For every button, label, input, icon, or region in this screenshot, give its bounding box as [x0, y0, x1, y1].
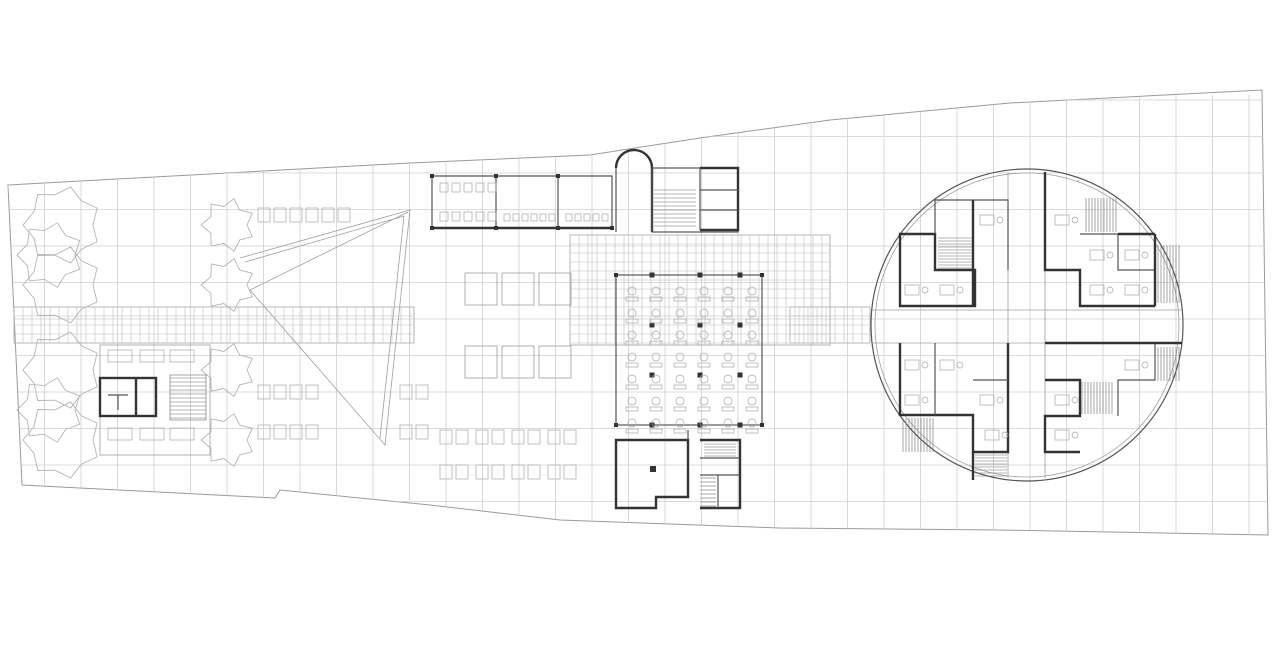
furniture-icon — [1124, 249, 1140, 261]
furniture-icon — [1124, 359, 1140, 371]
furniture-icon — [939, 284, 955, 296]
triangular-canopy — [239, 209, 411, 446]
tree-icon — [200, 198, 253, 252]
furniture-icon — [1089, 249, 1105, 261]
table-icon — [511, 464, 525, 480]
site-boundary — [7, 89, 1269, 536]
table-icon — [399, 424, 413, 440]
table-icon — [475, 429, 489, 445]
furniture-icon — [1124, 284, 1140, 296]
north-block — [430, 148, 740, 233]
paved-walkway — [13, 234, 871, 346]
table-icon — [257, 384, 271, 400]
furniture-icon — [1054, 429, 1070, 441]
furniture-icon — [984, 429, 1000, 441]
planter-squares — [464, 272, 572, 379]
south-service-block — [614, 430, 742, 510]
furniture-icon — [979, 214, 995, 226]
table-icon — [257, 424, 271, 440]
furniture-icon — [1054, 214, 1070, 226]
tree-icon — [22, 246, 98, 324]
west-pavilion — [98, 344, 211, 456]
furniture-icon — [1054, 394, 1070, 406]
table-icon — [511, 429, 525, 445]
table-icon — [139, 427, 165, 441]
table-icon — [107, 349, 133, 363]
table-icon — [139, 349, 165, 363]
furniture-icon — [979, 394, 995, 406]
furniture-icon — [904, 284, 920, 296]
table-icon — [169, 349, 195, 363]
table-icon — [439, 429, 453, 445]
table-icon — [399, 384, 413, 400]
tree-icon — [16, 222, 81, 288]
tree-icon — [22, 401, 98, 479]
table-icon — [257, 207, 271, 223]
table-icon — [289, 384, 303, 400]
table-icon — [547, 464, 561, 480]
tree-icon — [22, 331, 98, 409]
tree-icon — [22, 186, 98, 264]
table-icon — [321, 207, 335, 223]
tree-icon — [16, 377, 81, 443]
furniture-icon — [904, 359, 920, 371]
circular-building — [870, 168, 1184, 482]
tree-canopies — [16, 186, 253, 479]
structural-grid — [8, 95, 1268, 535]
tree-icon — [200, 413, 253, 467]
table-icon — [289, 424, 303, 440]
tree-icon — [200, 343, 253, 397]
table-icon — [439, 464, 453, 480]
furniture-icon — [939, 359, 955, 371]
table-icon — [547, 429, 561, 445]
table-icon — [289, 207, 303, 223]
table-icon — [169, 427, 195, 441]
furniture-icon — [1089, 284, 1105, 296]
table-icon — [475, 464, 489, 480]
tree-icon — [200, 258, 253, 312]
central-hall — [614, 272, 764, 434]
triangular-canopy-inner — [244, 215, 405, 439]
terrace-tables — [107, 207, 577, 480]
furniture-icon — [904, 394, 920, 406]
table-icon — [107, 427, 133, 441]
